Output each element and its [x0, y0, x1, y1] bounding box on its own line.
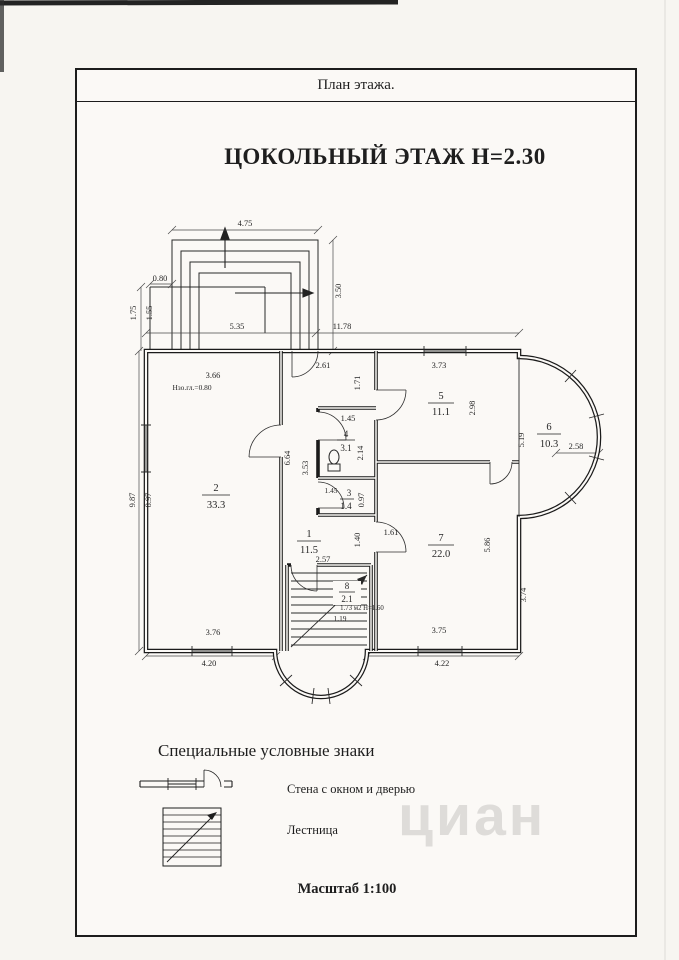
- room-7-number: 7: [438, 533, 443, 544]
- dim-9-87: 9.87: [128, 493, 137, 508]
- dim-8-97: 8.97: [144, 493, 153, 508]
- dim-4-75: 4.75: [238, 219, 253, 228]
- dimension-lines: [134, 225, 604, 661]
- dim-1-55: 1.55: [145, 306, 154, 321]
- direction-arrows: [220, 226, 315, 298]
- dim-0-80: 0.80: [153, 274, 168, 283]
- room-2-area: 33.3: [207, 500, 225, 511]
- dim-0-97: 0.97: [357, 493, 366, 508]
- watermark: циан: [398, 784, 547, 848]
- dim-1-40: 1.40: [353, 533, 362, 548]
- room-1-area: 11.5: [300, 545, 318, 556]
- dim-6-64: 6.64: [283, 450, 292, 465]
- dim-1-71: 1.71: [353, 376, 362, 391]
- dim-3-50: 3.50: [334, 284, 343, 299]
- document-title: План этажа.: [317, 77, 395, 93]
- dim-2-57: 2.57: [316, 555, 331, 564]
- room-5-number: 5: [438, 391, 443, 402]
- dim-4-20: 4.20: [202, 659, 217, 668]
- room-4-area: 3.1: [340, 443, 351, 453]
- dim-2-14: 2.14: [356, 445, 365, 460]
- legend-stair-symbol: [162, 807, 222, 867]
- scale-note: Масштаб 1:100: [297, 881, 397, 897]
- toilet-icon: [327, 449, 341, 472]
- dim-3-75: 3.75: [432, 626, 447, 635]
- room-6-number: 6: [546, 422, 551, 433]
- note-stair-height: 1.73 м2 Н=1.60: [340, 605, 384, 612]
- legend-wall-label: Стена с окном и дверью: [287, 782, 416, 796]
- dim-5-35: 5.35: [230, 322, 245, 331]
- interior-walls: [279, 351, 520, 651]
- dim-11-78: 11.78: [333, 322, 352, 331]
- room-8-area: 2.1: [341, 594, 352, 604]
- dim-4-22: 4.22: [435, 659, 450, 668]
- legend-stair-label: Лестница: [287, 823, 338, 837]
- legend-wall-symbol: [139, 769, 233, 790]
- dim-2-98: 2.98: [468, 401, 477, 416]
- dim-3-53: 3.53: [301, 461, 310, 476]
- dim-1-19: 1.19: [334, 614, 347, 623]
- room-4-number: 4: [344, 429, 349, 439]
- document-frame: План этажа.: [75, 68, 637, 937]
- room-3-area: 1.4: [340, 501, 352, 511]
- dim-1-61: 1.61: [384, 528, 399, 537]
- room-8-number: 8: [345, 581, 350, 591]
- windows: [141, 346, 605, 705]
- dim-3-66: 3.66: [206, 371, 221, 380]
- paper-crease: [664, 0, 666, 960]
- room-2-number: 2: [213, 483, 218, 494]
- dim-3-76: 3.76: [206, 628, 221, 637]
- dim-1-45-a: 1.45: [341, 414, 356, 423]
- document-header: План этажа.: [77, 70, 635, 102]
- room-5-area: 11.1: [432, 407, 450, 418]
- dim-5-19: 5.19: [517, 433, 526, 448]
- room-label-lines: [202, 402, 561, 593]
- scan-edge-artifact-left: [0, 0, 4, 72]
- door-swings: [248, 350, 513, 592]
- dim-5-86: 5.86: [483, 538, 492, 553]
- dim-2-61: 2.61: [316, 361, 331, 370]
- dim-1-75: 1.75: [129, 306, 138, 321]
- dim-3-73: 3.73: [432, 361, 447, 370]
- label-backing: [333, 581, 361, 605]
- note-ground-level: Нзо.гл.=0.80: [172, 383, 211, 392]
- room-1-number: 1: [306, 529, 311, 540]
- entrance-steps: [149, 239, 319, 352]
- legend-title: Специальные условные знаки: [158, 741, 375, 760]
- dim-2-58: 2.58: [569, 442, 584, 451]
- dim-1-45-b: 1.45: [325, 486, 338, 495]
- room-6-area: 10.3: [540, 439, 558, 450]
- floor-title: ЦОКОЛЬНЫЙ ЭТАЖ Н=2.30: [224, 144, 546, 169]
- outer-walls: [143, 348, 602, 700]
- room-3-number: 3: [347, 488, 352, 498]
- dim-3-74: 3.74: [519, 587, 528, 602]
- room-7-area: 22.0: [432, 549, 450, 560]
